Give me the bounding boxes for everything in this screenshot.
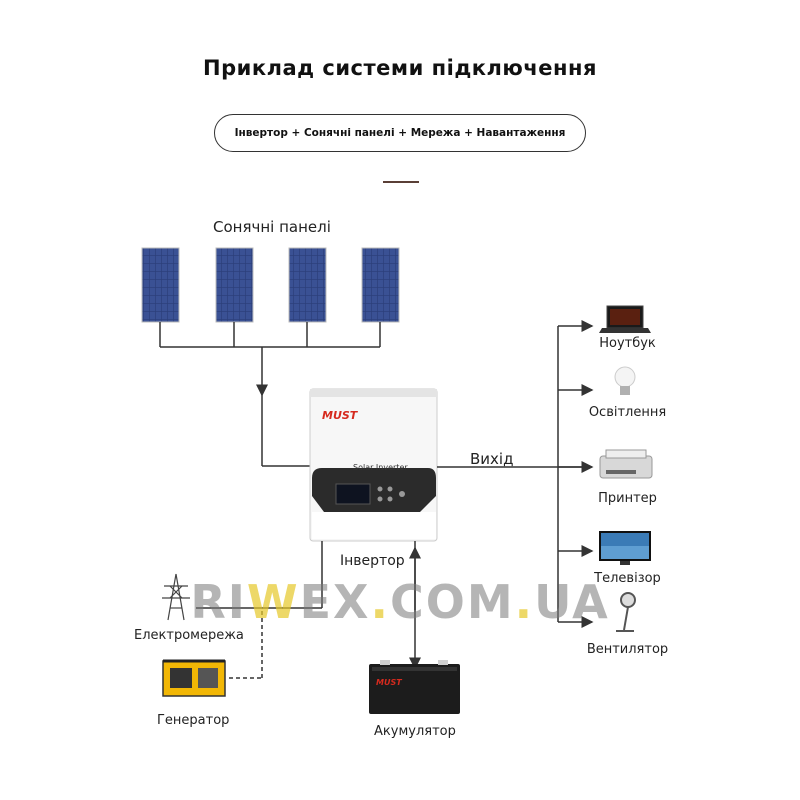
load-label-laptop: Ноутбук (599, 336, 656, 351)
inverter-device (309, 388, 438, 542)
generator-wiring (229, 608, 263, 679)
output-label: Вихід (470, 450, 514, 468)
solar-panel (215, 247, 254, 323)
solar-panel (288, 247, 327, 323)
battery-icon (369, 660, 460, 714)
load-label-printer: Принтер (598, 491, 657, 506)
inverter-label: Інвертор (340, 553, 405, 569)
printer-icon (599, 449, 653, 479)
grid-label: Електромережа (134, 628, 244, 643)
generator-icon (162, 659, 226, 697)
fan-icon (616, 592, 636, 632)
light-bulb-icon (614, 366, 636, 395)
solar-panels-label: Сонячні панелі (213, 218, 331, 236)
divider (383, 181, 419, 183)
inverter-model: Solar Inverter (353, 463, 408, 472)
power-tower-icon (162, 573, 190, 621)
subtitle-pill: Інвертор + Сонячні панелі + Мережа + Нав… (214, 114, 586, 152)
load-label-lighting: Освітлення (588, 405, 667, 420)
load-label-fan: Вентилятор (586, 642, 669, 657)
subtitle-text: Інвертор + Сонячні панелі + Мережа + Нав… (234, 127, 566, 139)
generator-label: Генератор (157, 713, 230, 728)
laptop-icon (599, 305, 651, 333)
inverter-brand: MUST (322, 409, 359, 422)
page-title: Приклад системи підключення (203, 56, 597, 80)
battery-brand: MUST (376, 678, 402, 687)
panel-wiring (159, 322, 381, 467)
solar-panel (141, 247, 180, 323)
input-wiring (196, 541, 421, 670)
load-label-tv: Телевізор (594, 571, 661, 586)
solar-panel (361, 247, 400, 323)
television-icon (599, 531, 651, 565)
output-wiring (437, 320, 594, 628)
watermark: RIWEX.COM.UA (190, 575, 610, 629)
battery-label: Акумулятор (374, 724, 456, 739)
